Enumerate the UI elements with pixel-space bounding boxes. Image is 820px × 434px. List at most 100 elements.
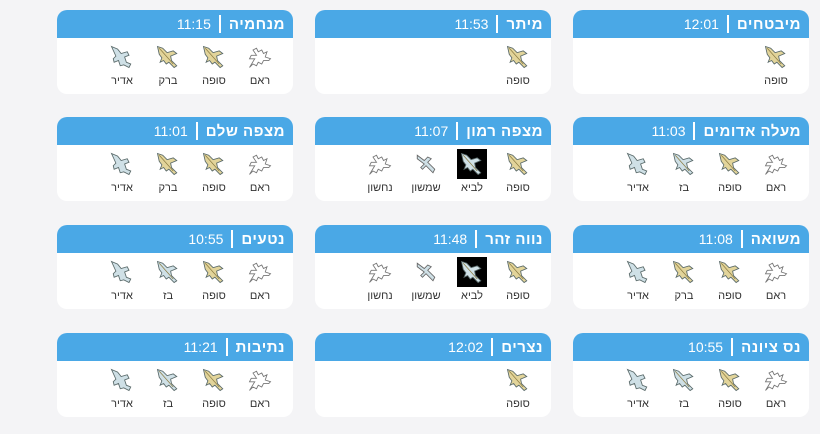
fighter-jet-icon [503, 365, 533, 395]
aircraft-label: בז [678, 398, 690, 410]
aircraft-item: אדיר [615, 257, 661, 302]
aircraft-item: סופה [191, 149, 237, 194]
location-name: נטעים [241, 230, 285, 248]
aircraft-item: שמשון [403, 257, 449, 302]
aircraft-label: סופה [202, 398, 226, 410]
transport-plane-icon [411, 149, 441, 179]
card-header: מיבטחים 12:01 [573, 10, 809, 38]
location-name: מעלה אדומים [703, 122, 801, 140]
aircraft-list: ראם סופה ברק אדיר [57, 145, 293, 194]
aircraft-label: נחשון [367, 182, 393, 194]
card-header: משואה 11:08 [573, 225, 809, 253]
aircraft-item: אדיר [615, 365, 661, 410]
aircraft-item: סופה [191, 257, 237, 302]
header-divider [726, 15, 729, 33]
aircraft-label: אדיר [111, 398, 133, 410]
card-header: מצפה שלם 11:01 [57, 117, 293, 145]
aircraft-label: ראם [765, 182, 787, 194]
location-card: מצפה רמון 11:07 סופה לביא שמשון נחשון [315, 117, 551, 201]
aircraft-list: ראם סופה בז אדיר [57, 253, 293, 302]
card-header: נתיבות 11:21 [57, 333, 293, 361]
stealth-jet-icon [107, 149, 137, 179]
location-name: מיתר [506, 15, 543, 33]
fighter-jet-icon [153, 149, 183, 179]
aircraft-label: לביא [461, 290, 483, 302]
fighter-jet-icon [503, 257, 533, 287]
card-header: מצפה רמון 11:07 [315, 117, 551, 145]
aircraft-item: נחשון [357, 257, 403, 302]
aircraft-label: אדיר [627, 182, 649, 194]
aircraft-item: בז [145, 365, 191, 410]
location-card: מיתר 11:53 סופה [315, 10, 551, 94]
location-name: נס ציונה [741, 338, 801, 356]
aircraft-list: סופה לביא שמשון נחשון [315, 145, 551, 194]
fighter-jet-icon [503, 149, 533, 179]
location-name: מנחמיה [228, 15, 285, 33]
fighter-jet-icon [199, 257, 229, 287]
stealth-jet-icon [623, 257, 653, 287]
fighter-jet-icon [715, 149, 745, 179]
aircraft-label: ברק [158, 75, 178, 87]
aircraft-list: סופה [315, 361, 551, 410]
alert-time: 11:03 [651, 123, 686, 139]
location-name: מצפה שלם [205, 122, 285, 140]
aircraft-item: ראם [237, 365, 283, 410]
location-card: נצרים 12:02 סופה [315, 333, 551, 417]
location-card: מעלה אדומים 11:03 ראם סופה בז אדיר [573, 117, 809, 201]
aircraft-item: אדיר [99, 365, 145, 410]
header-divider [693, 122, 696, 140]
aircraft-item: לביא [449, 257, 495, 302]
fighter-jet-icon [503, 42, 533, 72]
fighter-jet-icon [199, 42, 229, 72]
location-card: מצפה שלם 11:01 ראם סופה ברק אדיר [57, 117, 293, 201]
card-header: נצרים 12:02 [315, 333, 551, 361]
alert-time: 11:01 [153, 123, 188, 139]
aircraft-label: ברק [674, 290, 694, 302]
aircraft-label: שמשון [411, 290, 441, 302]
aircraft-label: סופה [718, 290, 742, 302]
stealth-jet-icon [107, 257, 137, 287]
fighter-jet-icon [715, 257, 745, 287]
aircraft-list: ראם סופה בז אדיר [573, 145, 809, 194]
header-divider [218, 15, 221, 33]
fighter-jet-icon [153, 42, 183, 72]
aircraft-item: נחשון [357, 149, 403, 194]
aircraft-item: סופה [707, 365, 753, 410]
header-divider [456, 122, 459, 140]
header-divider [491, 338, 494, 356]
aircraft-label: ברק [158, 182, 178, 194]
alert-time: 11:48 [433, 231, 468, 247]
aircraft-label: ראם [249, 398, 271, 410]
aircraft-item: ראם [237, 42, 283, 87]
airliner-icon [761, 365, 791, 395]
aircraft-label: סופה [764, 75, 788, 87]
location-card: נווה זהר 11:48 סופה לביא שמשון נחשון [315, 225, 551, 309]
aircraft-list: ראם סופה בז אדיר [573, 361, 809, 410]
location-name: מצפה רמון [466, 122, 543, 140]
location-card: מנחמיה 11:15 ראם סופה ברק אדיר [57, 10, 293, 94]
stealth-jet-icon [107, 365, 137, 395]
card-header: נטעים 10:55 [57, 225, 293, 253]
airliner-icon [245, 42, 275, 72]
aircraft-item: אדיר [99, 149, 145, 194]
fighter-jet-icon [457, 149, 487, 179]
aircraft-item: ראם [753, 257, 799, 302]
aircraft-item: סופה [707, 149, 753, 194]
fighter-jet-icon [669, 365, 699, 395]
stealth-jet-icon [107, 42, 137, 72]
aircraft-label: סופה [718, 182, 742, 194]
stealth-jet-icon [623, 149, 653, 179]
alert-time: 10:55 [688, 339, 724, 355]
aircraft-item: אדיר [99, 257, 145, 302]
aircraft-label: נחשון [367, 290, 393, 302]
alert-time: 11:15 [176, 16, 211, 32]
aircraft-item: ברק [661, 257, 707, 302]
stealth-jet-icon [623, 365, 653, 395]
airliner-icon [245, 149, 275, 179]
alert-time: 11:08 [698, 231, 733, 247]
aircraft-label: ראם [249, 182, 271, 194]
aircraft-item: סופה [707, 257, 753, 302]
header-divider [496, 15, 499, 33]
aircraft-label: בז [162, 398, 174, 410]
card-header: מיתר 11:53 [315, 10, 551, 38]
